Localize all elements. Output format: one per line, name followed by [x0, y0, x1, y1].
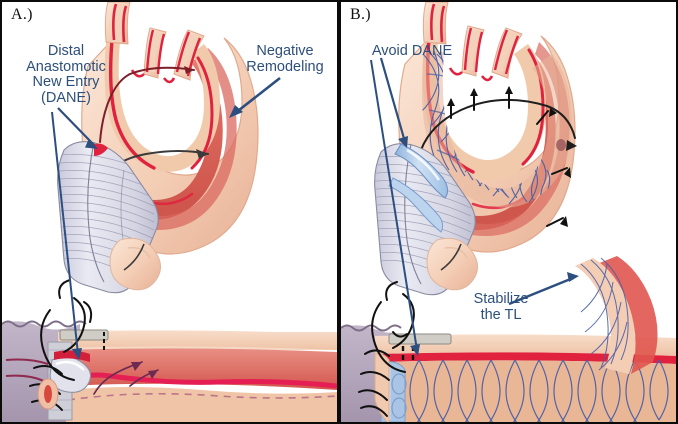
stabilize-tl-arrow [508, 272, 579, 306]
stabilize-tl-callout-label: Stabilize the TL [473, 291, 529, 323]
negative-remodeling-callout-label: Negative Remodeling [246, 43, 324, 75]
panel-b-illustration [341, 2, 676, 422]
radial-force-arrows [447, 86, 571, 227]
descending-aorta-section-b [341, 281, 676, 422]
descending-stent-mesh [393, 359, 669, 422]
dane-arrow-lower [51, 111, 82, 360]
avoid-dane-callout-label: Avoid DANE [371, 43, 453, 59]
panel-a: A.) Distal Anastomotic New Entry (DANE) … [0, 0, 339, 424]
avoid-dane-arrow-lower [370, 59, 420, 356]
dane-callout-label: Distal Anastomotic New Entry (DANE) [26, 43, 106, 106]
avoid-dane-arrow-upper [379, 57, 408, 148]
descending-aorta-section [2, 279, 337, 422]
reentry-flow-arrows [93, 361, 159, 395]
true-lumen-flow-arrow-b [420, 98, 577, 151]
panel-b: B.) Avoid DANE Stabilize the TL [339, 0, 678, 424]
false-lumen-flow-arrow [99, 66, 195, 143]
stabilize-tl-inset [575, 256, 658, 374]
panel-b-label: B.) [350, 6, 371, 23]
distal-anastomosis-cuff [388, 143, 449, 233]
negative-remodeling-arrow [229, 76, 281, 118]
panel-a-label: A.) [11, 6, 33, 23]
dane-arrow-upper [57, 107, 98, 149]
panel-a-illustration [2, 2, 337, 422]
